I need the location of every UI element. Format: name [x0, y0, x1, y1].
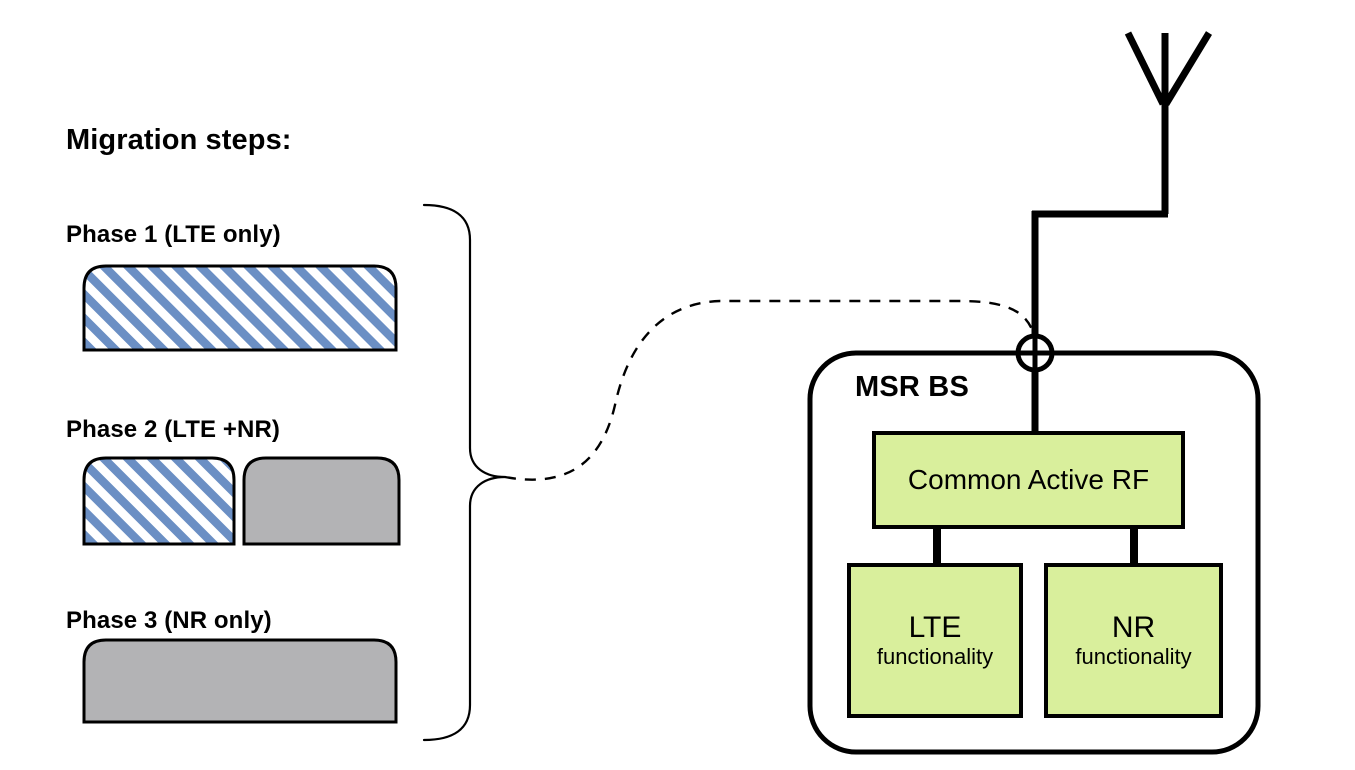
phase1-lte-block: [82, 264, 398, 352]
antenna-left-arm: [1124, 31, 1167, 106]
phase-3-label: Phase 3 (NR only): [66, 607, 272, 634]
page-title: Migration steps:: [66, 124, 292, 156]
antenna-right-arm: [1163, 31, 1212, 106]
nr-functionality-box: [1044, 563, 1223, 718]
phase3-nr-block: [82, 638, 398, 724]
antenna-port-cross-icon: [1018, 336, 1052, 370]
common-active-rf-box: [872, 431, 1185, 529]
phase-2-label: Phase 2 (LTE +NR): [66, 416, 280, 443]
phase-1-label: Phase 1 (LTE only): [66, 221, 281, 248]
msr-bs-title: MSR BS: [855, 371, 969, 403]
mapping-dashed-curve: [504, 299, 1037, 481]
lte-functionality-box: [847, 563, 1023, 718]
phase-grouping-brace: [422, 203, 507, 742]
phase2-nr-block: [242, 456, 401, 546]
phase2-lte-block: [82, 456, 236, 546]
